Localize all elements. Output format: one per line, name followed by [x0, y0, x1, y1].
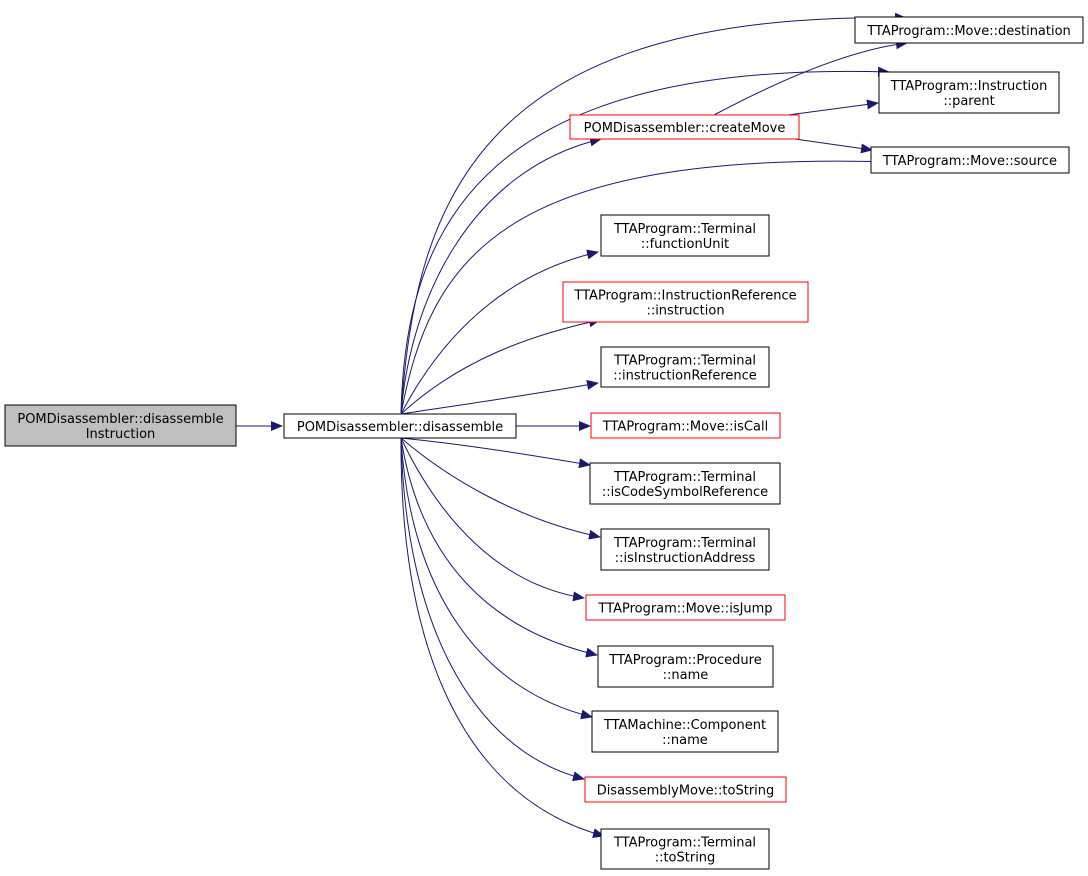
node-box [562, 281, 809, 323]
node-label: TTAProgram::Terminal [613, 222, 756, 237]
node-label: Instruction [86, 427, 156, 442]
edge-createMove-to-destination [713, 39, 908, 116]
node-box [600, 528, 770, 571]
node-label: TTAProgram::Terminal [613, 536, 756, 551]
node-label: TTAProgram::Procedure [608, 653, 761, 668]
node-box [878, 71, 1060, 114]
node-box [597, 645, 774, 688]
node-box [283, 413, 517, 439]
node-box [589, 462, 781, 505]
node-box [600, 828, 770, 870]
node-isCall[interactable]: TTAProgram::Move::isCall [590, 412, 781, 439]
edge-createMove-to-source [794, 138, 873, 154]
edge-disassemble-to-source [400, 156, 895, 415]
node-box [591, 710, 779, 753]
node-label: TTAProgram::Terminal [613, 354, 756, 369]
node-label: ::toString [655, 851, 716, 866]
edge-disassemble-to-destination [400, 12, 907, 415]
node-box [569, 114, 800, 140]
edge-disassemble-to-createMove [400, 136, 602, 415]
node-box [584, 776, 787, 803]
node-box [600, 346, 770, 388]
node-box [4, 404, 237, 447]
node-terminalToString[interactable]: TTAProgram::Terminal::toString [600, 828, 770, 870]
node-destination[interactable]: TTAProgram::Move::destination [854, 16, 1084, 44]
node-label: ::isInstructionAddress [615, 551, 756, 566]
node-label: DisassemblyMove::toString [597, 784, 775, 799]
node-label: ::name [663, 668, 709, 683]
edge-disassemble-to-isCodeSymbolReference [400, 437, 591, 469]
node-procedureName[interactable]: TTAProgram::Procedure::name [597, 645, 774, 688]
node-parent[interactable]: TTAProgram::Instruction::parent [878, 71, 1060, 114]
node-box [585, 594, 786, 621]
node-label: TTAProgram::Instruction [890, 79, 1048, 94]
node-componentName[interactable]: TTAMachine::Component::name [591, 710, 779, 753]
edge-disassemble-to-parent [400, 66, 890, 415]
edge-disassemble-to-instrRefInstruction [400, 317, 601, 415]
edges-layer [236, 12, 908, 838]
node-label: ::parent [943, 94, 994, 109]
node-label: ::isCodeSymbolReference [602, 485, 768, 500]
node-disassemble[interactable]: POMDisassembler::disassemble [283, 413, 517, 439]
edge-disassemble-to-procedureName [400, 437, 598, 658]
edge-createMove-to-parent [787, 99, 879, 116]
edge-disassemble-to-isInstructionAddress [400, 437, 601, 540]
edge-disassemble-to-toStringMove [400, 437, 585, 782]
node-label: ::functionUnit [641, 237, 729, 252]
node-label: ::name [662, 733, 708, 748]
node-box [600, 214, 770, 257]
node-instrRefInstruction[interactable]: TTAProgram::InstructionReference::instru… [562, 281, 809, 323]
edge-disassemble-to-instructionReference [400, 379, 599, 415]
node-label: POMDisassembler::disassemble [297, 420, 503, 435]
node-label: TTAProgram::Terminal [613, 836, 756, 851]
node-box [870, 146, 1070, 174]
node-label: TTAProgram::Move::isJump [597, 602, 772, 617]
node-isJump[interactable]: TTAProgram::Move::isJump [585, 594, 786, 621]
node-isInstructionAddress[interactable]: TTAProgram::Terminal::isInstructionAddre… [600, 528, 770, 571]
node-label: TTAProgram::Move::destination [866, 24, 1071, 39]
node-instructionReference[interactable]: TTAProgram::Terminal::instructionReferen… [600, 346, 770, 388]
edge-disassemble-to-isJump [400, 437, 585, 602]
edge-disassemble-to-functionUnit [400, 249, 599, 415]
node-label: TTAProgram::InstructionReference [573, 289, 796, 304]
node-label: TTAMachine::Component [603, 718, 766, 733]
node-createMove[interactable]: POMDisassembler::createMove [569, 114, 800, 140]
edge-disassemble-to-terminalToString [400, 437, 605, 838]
node-label: POMDisassembler::disassemble [17, 412, 223, 427]
node-functionUnit[interactable]: TTAProgram::Terminal::functionUnit [600, 214, 770, 257]
node-box [854, 16, 1084, 44]
node-label: TTAProgram::Move::isCall [602, 420, 768, 435]
node-label: TTAProgram::Move::source [882, 154, 1057, 169]
node-source[interactable]: TTAProgram::Move::source [870, 146, 1070, 174]
node-label: ::instructionReference [613, 369, 757, 384]
node-label: POMDisassembler::createMove [584, 121, 786, 136]
node-label: TTAProgram::Terminal [613, 470, 756, 485]
node-toStringMove[interactable]: DisassemblyMove::toString [584, 776, 787, 803]
edge-disassemble-to-componentName [400, 437, 593, 720]
node-box [590, 412, 781, 439]
node-isCodeSymbolReference[interactable]: TTAProgram::Terminal::isCodeSymbolRefere… [589, 462, 781, 505]
node-label: ::instruction [646, 304, 724, 319]
